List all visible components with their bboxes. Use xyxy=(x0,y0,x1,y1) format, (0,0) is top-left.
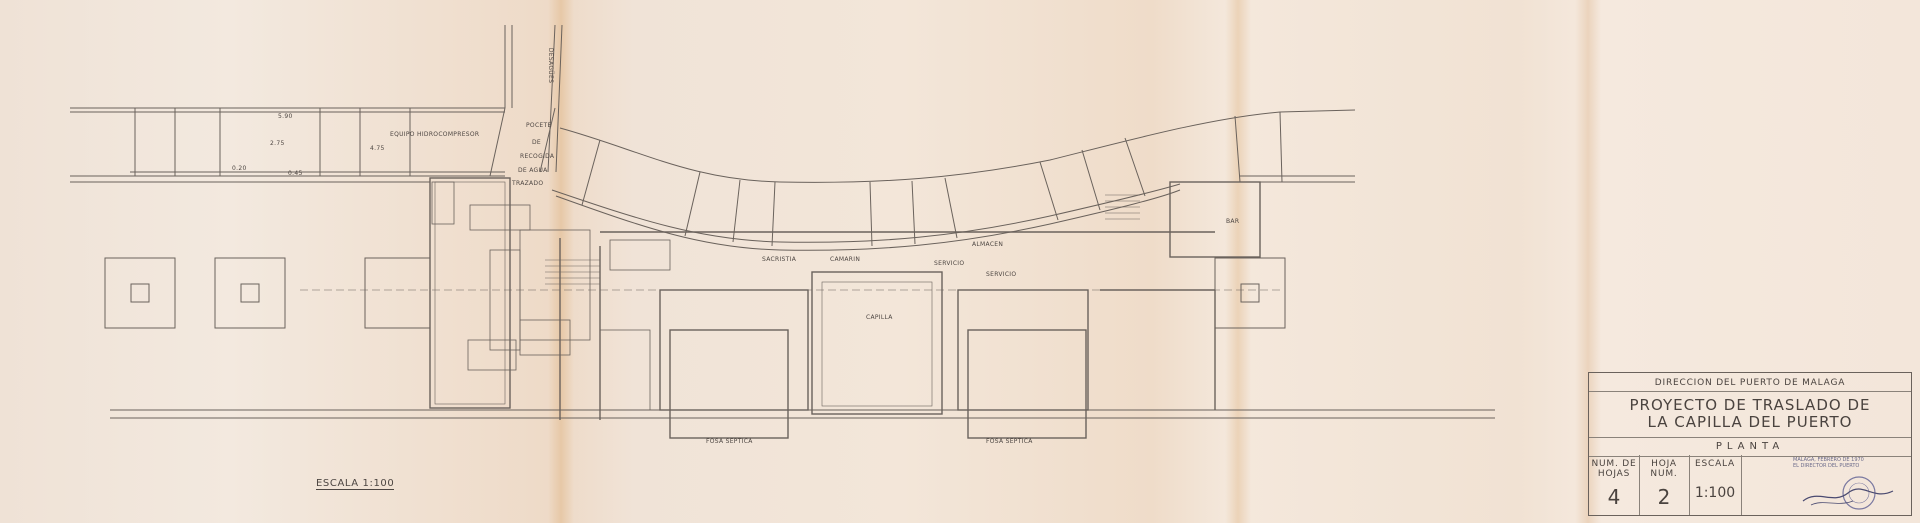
director-line: EL DIRECTOR DEL PUERTO xyxy=(1793,463,1860,469)
title-block: DIRECCION DEL PUERTO DE MALAGA PROYECTO … xyxy=(1588,372,1912,516)
room-label: FOSA SEPTICA xyxy=(706,438,753,445)
num-hojas-label: NUM. DE xyxy=(1591,459,1637,469)
room-label: TRAZADO xyxy=(512,180,544,187)
room-label: CAMARIN xyxy=(830,256,861,263)
room-label: DE xyxy=(532,139,542,146)
date-line: MALAGA, FEBRERO DE 1970 xyxy=(1793,457,1864,463)
authority-text: DIRECCION DEL PUERTO DE MALAGA xyxy=(1654,378,1846,388)
hoja-label: HOJA xyxy=(1651,459,1677,469)
signature-area: MALAGA, FEBRERO DE 1970 EL DIRECTOR DEL … xyxy=(1793,457,1909,513)
project-line-1: PROYECTO DE TRASLADO DE xyxy=(1629,396,1871,414)
dimension-label: 2.75 xyxy=(270,140,285,147)
project-line-2: LA CAPILLA DEL PUERTO xyxy=(1647,413,1853,431)
escala-value: 1:100 xyxy=(1694,485,1736,501)
building-outline xyxy=(429,177,1261,439)
dimension-label: 0.45 xyxy=(288,170,303,177)
dimension-label: 4.75 xyxy=(370,145,385,152)
room-label: POCETE xyxy=(526,122,552,129)
promenade-band xyxy=(70,107,505,183)
hoja-cell: HOJA NUM. 2 xyxy=(1639,455,1690,515)
escala-cell: ESCALA 1:100 xyxy=(1689,455,1742,515)
hoja-label: NUM. xyxy=(1650,469,1678,479)
room-label: CAPILLA xyxy=(866,314,893,321)
escala-label: ESCALA xyxy=(1694,459,1736,469)
curved-colonnade xyxy=(551,109,1356,251)
sheet-title-row: PLANTA xyxy=(1589,437,1911,457)
room-label: BAR xyxy=(1226,218,1240,225)
room-label: SERVICIO xyxy=(934,260,965,267)
num-hojas-value: 4 xyxy=(1607,485,1621,509)
authority-row: DIRECCION DEL PUERTO DE MALAGA xyxy=(1589,373,1911,392)
room-label: SERVICIO xyxy=(986,271,1017,278)
quay-line xyxy=(110,409,1495,419)
stairs xyxy=(545,194,1140,285)
num-hojas-label: HOJAS xyxy=(1597,469,1631,479)
room-label: DE AGUA xyxy=(518,167,548,174)
room-label: SACRISTIA xyxy=(762,256,797,263)
pillar-foundations xyxy=(104,257,1286,329)
room-label: RECOGIDA xyxy=(520,153,555,160)
road-label: DESAGÜES xyxy=(547,47,555,84)
project-row: PROYECTO DE TRASLADO DE LA CAPILLA DEL P… xyxy=(1589,391,1911,437)
room-label: FOSA SEPTICA xyxy=(986,438,1033,445)
dimension-label: 5.90 xyxy=(278,113,293,120)
hoja-value: 2 xyxy=(1657,485,1671,509)
room-label: EQUIPO HIDROCOMPRESOR xyxy=(390,131,480,138)
signature-stamp xyxy=(1802,476,1894,510)
sheet-title: PLANTA xyxy=(1715,441,1785,452)
access-road xyxy=(489,24,563,177)
scale-note: ESCALA 1:100 xyxy=(316,478,395,490)
dimension-label: 0.20 xyxy=(232,165,247,172)
room-label: ALMACEN xyxy=(972,241,1004,248)
num-hojas-cell: NUM. DE HOJAS 4 xyxy=(1589,455,1640,515)
toilet-cubicles xyxy=(431,181,671,411)
